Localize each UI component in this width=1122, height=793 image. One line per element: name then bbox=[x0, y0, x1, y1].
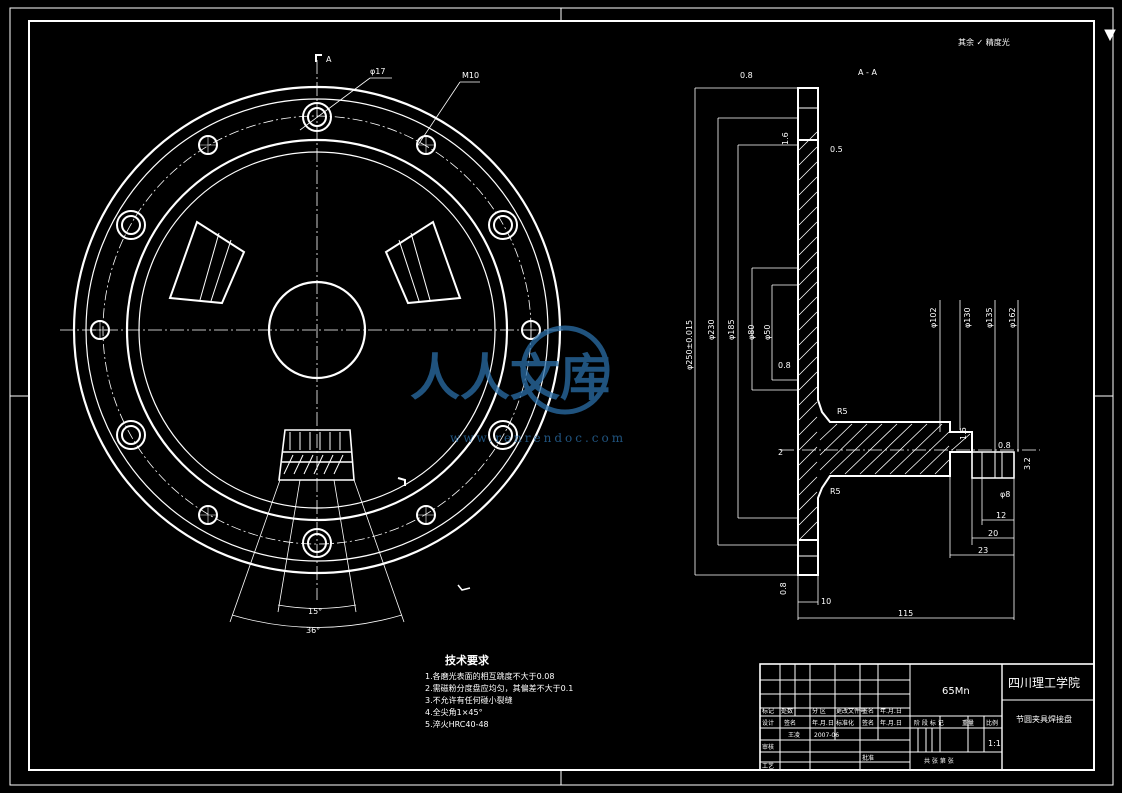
part-name: 节圆夹具焊接盘 bbox=[1016, 714, 1072, 724]
rough-08-top: 0.8 bbox=[740, 71, 753, 80]
dim-l12: 12 bbox=[996, 511, 1006, 520]
scale-hdr: 比例 bbox=[986, 719, 998, 727]
rough-16-a: 1.6 bbox=[781, 132, 790, 145]
front-view: A bbox=[60, 54, 565, 635]
hdr1-5: 年.月.日 bbox=[880, 707, 902, 715]
tech-req-line: 4.全尖角1×45° bbox=[425, 708, 483, 717]
dim-l10: 10 bbox=[821, 597, 831, 606]
dim-l115: 115 bbox=[898, 609, 913, 618]
tech-req-line: 1.各磨光表面的相互跳度不大于0.08 bbox=[425, 672, 555, 681]
view-mark: A bbox=[326, 55, 332, 64]
hdr1-3: 更改文件号 bbox=[836, 707, 866, 715]
designer: 王凌 bbox=[788, 731, 800, 739]
hdr1-1: 处数 bbox=[781, 707, 793, 715]
dim-d102: φ102 bbox=[929, 307, 938, 328]
sheets: 共 张 第 张 bbox=[924, 757, 954, 765]
scale: 1:1 bbox=[988, 739, 1001, 748]
dim-l23: 23 bbox=[978, 546, 988, 555]
sheet-border bbox=[9, 7, 1116, 786]
rough-32: 3.2 bbox=[1023, 457, 1032, 470]
date: 2007-06 bbox=[814, 732, 839, 739]
title-block bbox=[759, 663, 1095, 771]
hdr2-2: 年.月.日 bbox=[812, 719, 834, 727]
title-block-text: 四川理工学院 节圆夹具焊接盘 65Mn 1:1 标记 处数 分 区 更改文件号 … bbox=[762, 675, 1080, 770]
hdr1-2: 分 区 bbox=[812, 707, 826, 715]
rough-08-mid: 0.8 bbox=[778, 361, 791, 370]
radius-r5-top: R5 bbox=[837, 407, 848, 416]
dim-d230: φ230 bbox=[707, 319, 716, 340]
hdr2-4: 签名 bbox=[862, 719, 874, 727]
tech-requirements: 技术要求 1.各磨光表面的相互跳度不大于0.08 2.需磁粉分度盘应均匀，其偏差… bbox=[425, 652, 725, 731]
weight-hdr: 重量 bbox=[962, 719, 974, 727]
dim-dm8: φ8 bbox=[1000, 490, 1010, 499]
dim-d135: φ135 bbox=[985, 307, 994, 328]
rough-08-bot: 0.8 bbox=[779, 582, 788, 595]
tech-req-line: 3.不允许有任何碰小裂缝 bbox=[425, 696, 513, 705]
dim-d162: φ162 bbox=[1008, 307, 1017, 328]
roughness-note: 其余 ✓ 精度光 bbox=[958, 37, 1010, 47]
hdr2-0: 设计 bbox=[762, 719, 774, 727]
dim-d185: φ185 bbox=[727, 319, 736, 340]
section-label: A - A bbox=[858, 68, 877, 77]
hdr2-1: 签名 bbox=[784, 719, 796, 727]
section-hatch bbox=[798, 131, 971, 541]
hole-d17-label: φ17 bbox=[370, 67, 385, 76]
tech-req-line: 2.需磁粉分度盘应均匀，其偏差不大于0.1 bbox=[425, 684, 574, 693]
label-2: 2 bbox=[778, 448, 783, 457]
dim-l20: 20 bbox=[988, 529, 998, 538]
craft: 工艺 bbox=[762, 762, 774, 770]
angle-36-label: 36° bbox=[306, 626, 320, 635]
watermark: 人人文库 www.renrendoc.com bbox=[410, 325, 626, 445]
institution-name: 四川理工学院 bbox=[1008, 675, 1080, 690]
dim-d250: φ250±0.015 bbox=[685, 320, 694, 370]
tech-req-line: 5.淬火HRC40-48 bbox=[425, 720, 489, 729]
tech-req-title: 技术要求 bbox=[445, 654, 489, 667]
radius-r5-bot: R5 bbox=[830, 487, 841, 496]
thread-m10-label: M10 bbox=[462, 71, 479, 80]
hdr2-5: 年.月.日 bbox=[880, 719, 902, 727]
hdr1-0: 标记 bbox=[762, 707, 774, 715]
hdr1-4: 签名 bbox=[862, 707, 874, 715]
material: 65Mn bbox=[942, 686, 970, 697]
dim-05: 0.5 bbox=[830, 145, 843, 154]
watermark-text: 人人文库 bbox=[410, 348, 610, 407]
watermark-url: www.renrendoc.com bbox=[450, 431, 626, 445]
section-view: A - A bbox=[685, 68, 1040, 620]
dim-d130: φ130 bbox=[963, 307, 972, 328]
hdr2-3: 标准化 bbox=[836, 719, 854, 727]
review: 审核 bbox=[762, 743, 774, 751]
rough-0-8: 0.8 bbox=[998, 441, 1011, 450]
dim-d80: φ80 bbox=[747, 325, 756, 340]
approve: 批准 bbox=[862, 754, 874, 762]
rough-16-b: 1.6 bbox=[959, 427, 968, 440]
stage-hdr: 阶 段 标 记 bbox=[914, 719, 944, 727]
angle-15-label: 15° bbox=[308, 607, 322, 616]
dim-d50: φ50 bbox=[763, 325, 772, 340]
